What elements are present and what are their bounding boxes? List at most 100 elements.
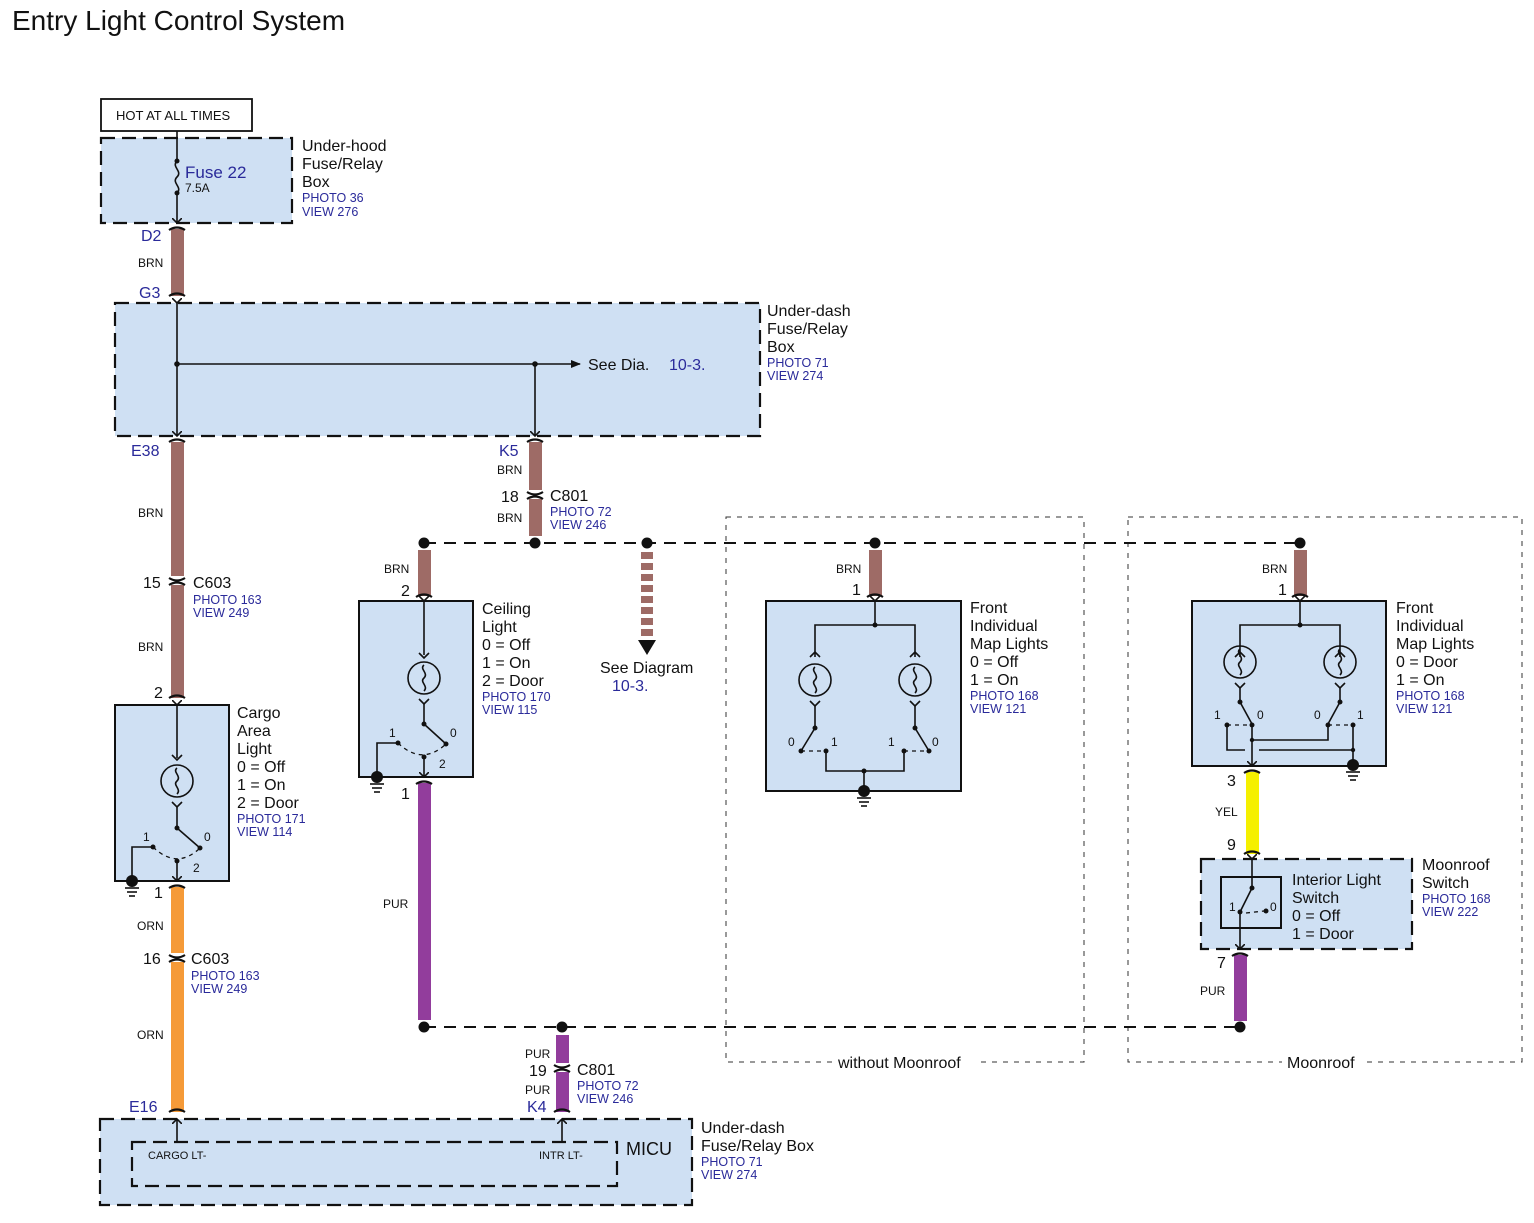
svg-text:0: 0 (1314, 708, 1321, 722)
see-dia-ref[interactable]: 10-3. (669, 357, 705, 374)
svg-text:K4: K4 (527, 1099, 547, 1116)
svg-text:PUR: PUR (525, 1047, 551, 1061)
svg-text:1: 1 (1357, 708, 1364, 722)
svg-text:VIEW 121: VIEW 121 (1396, 702, 1452, 716)
wire-segment (1246, 772, 1259, 854)
cargo-lt-terminal: CARGO LT- (148, 1150, 207, 1162)
svg-text:Ceiling: Ceiling (482, 601, 531, 618)
micu-underdash-box: CARGO LT- INTR LT- MICU Under-dash Fuse/… (98, 1119, 814, 1207)
svg-text:9: 9 (1227, 837, 1236, 854)
svg-text:VIEW 222: VIEW 222 (1422, 905, 1478, 919)
svg-text:BRN: BRN (138, 640, 163, 654)
svg-text:0: 0 (450, 726, 457, 740)
svg-text:2: 2 (193, 861, 200, 875)
svg-text:19: 19 (529, 1063, 547, 1080)
svg-text:VIEW 276: VIEW 276 (302, 205, 358, 219)
region-moonroof: Moonroof (1127, 516, 1523, 1072)
power-source-label: HOT AT ALL TIMES (100, 98, 253, 132)
svg-text:D2: D2 (141, 228, 162, 245)
arrow-down-icon (638, 640, 656, 655)
svg-text:1 = Door: 1 = Door (1292, 926, 1354, 943)
wire-maplights-switch-yel: 3 YEL 9 (1215, 769, 1261, 855)
svg-text:1: 1 (1214, 708, 1221, 722)
fuse-icon (174, 160, 180, 194)
svg-text:G3: G3 (139, 285, 160, 302)
svg-text:VIEW 246: VIEW 246 (577, 1092, 633, 1106)
wire-bus-k4-pur: PUR 19 C801 PHOTO 72 VIEW 246 PUR K4 (525, 1035, 639, 1116)
wire-segment (1294, 550, 1307, 596)
svg-text:PHOTO 72: PHOTO 72 (577, 1079, 639, 1093)
svg-text:PHOTO 163: PHOTO 163 (193, 593, 262, 607)
svg-text:PHOTO 72: PHOTO 72 (550, 505, 612, 519)
svg-text:0 = Off: 0 = Off (1292, 908, 1341, 925)
svg-text:PHOTO 170: PHOTO 170 (482, 690, 551, 704)
svg-text:1: 1 (1229, 900, 1236, 914)
ground-bus-bottom (418, 1021, 1246, 1033)
svg-text:0: 0 (1270, 900, 1277, 914)
svg-text:Switch: Switch (1422, 875, 1469, 892)
svg-text:Interior Light: Interior Light (1292, 872, 1381, 889)
svg-text:1: 1 (401, 786, 410, 803)
svg-text:PHOTO 163: PHOTO 163 (191, 969, 260, 983)
svg-text:Map Lights: Map Lights (1396, 636, 1474, 653)
svg-text:VIEW 121: VIEW 121 (970, 702, 1026, 716)
region-without-moonroof: without Moonroof (725, 516, 1085, 1072)
svg-text:PUR: PUR (383, 897, 409, 911)
svg-text:Fuse/Relay: Fuse/Relay (767, 321, 848, 338)
svg-text:Under-dash: Under-dash (701, 1120, 785, 1137)
wire-segment (529, 442, 542, 536)
region-label-without-moonroof: without Moonroof (837, 1055, 961, 1072)
ground-icon (370, 783, 384, 793)
svg-text:1: 1 (1278, 582, 1287, 599)
wire-segment (418, 783, 431, 1020)
ground-icon (857, 797, 871, 807)
wire-ceiling-bus-pur: 1 PUR (383, 780, 433, 1020)
svg-text:Light: Light (237, 741, 272, 758)
svg-text:1: 1 (143, 830, 150, 844)
svg-text:Front: Front (1396, 600, 1434, 617)
wire-segment (1234, 955, 1247, 1021)
moonroof-switch: 1 0 Interior Light Switch 0 = Off 1 = Do… (1199, 857, 1491, 949)
svg-text:C603: C603 (191, 951, 229, 968)
svg-text:Fuse/Relay: Fuse/Relay (302, 156, 383, 173)
svg-text:BRN: BRN (138, 256, 163, 270)
underhood-fuse-relay-box: Fuse 22 7.5A Under-hood Fuse/Relay Box P… (99, 131, 387, 223)
svg-text:E38: E38 (131, 443, 160, 460)
svg-text:2: 2 (154, 685, 163, 702)
svg-text:VIEW 274: VIEW 274 (767, 369, 823, 383)
svg-text:15: 15 (143, 575, 161, 592)
svg-text:PHOTO 168: PHOTO 168 (1422, 892, 1491, 906)
svg-text:Box: Box (302, 174, 330, 191)
see-diagram-link[interactable]: See Diagram 10-3. (600, 552, 693, 695)
svg-text:0 = Off: 0 = Off (970, 654, 1019, 671)
svg-text:1: 1 (831, 735, 838, 749)
svg-text:2 = Door: 2 = Door (237, 795, 299, 812)
svg-text:1 = On: 1 = On (1396, 672, 1444, 689)
svg-text:Map Lights: Map Lights (970, 636, 1048, 653)
svg-text:Moonroof: Moonroof (1422, 857, 1490, 874)
svg-text:1 = On: 1 = On (237, 777, 285, 794)
svg-text:HOT AT ALL TIMES: HOT AT ALL TIMES (116, 108, 230, 123)
svg-text:0 = Off: 0 = Off (237, 759, 286, 776)
svg-text:VIEW 114: VIEW 114 (237, 825, 292, 839)
svg-text:0 = Door: 0 = Door (1396, 654, 1458, 671)
svg-text:PHOTO 71: PHOTO 71 (701, 1155, 763, 1169)
svg-text:K5: K5 (499, 443, 519, 460)
intr-lt-terminal: INTR LT- (539, 1150, 583, 1162)
svg-text:C801: C801 (577, 1062, 615, 1079)
svg-text:PHOTO 71: PHOTO 71 (767, 356, 829, 370)
cargo-area-light: 2 1 0 2 Cargo Area Light 0 = Off 1 = On … (114, 685, 306, 897)
wire-bus-maplights-brn: BRN (836, 550, 884, 598)
svg-text:Under-hood: Under-hood (302, 138, 387, 155)
svg-text:1: 1 (852, 582, 861, 599)
svg-text:0: 0 (204, 830, 211, 844)
svg-text:0: 0 (932, 735, 939, 749)
svg-text:1: 1 (389, 726, 396, 740)
svg-text:BRN: BRN (497, 511, 522, 525)
svg-text:Individual: Individual (970, 618, 1038, 635)
svg-text:1 = On: 1 = On (482, 655, 530, 672)
svg-text:Box: Box (767, 339, 795, 356)
svg-text:10-3.[interactable]: 10-3. (612, 678, 648, 695)
svg-text:3: 3 (1227, 773, 1236, 790)
